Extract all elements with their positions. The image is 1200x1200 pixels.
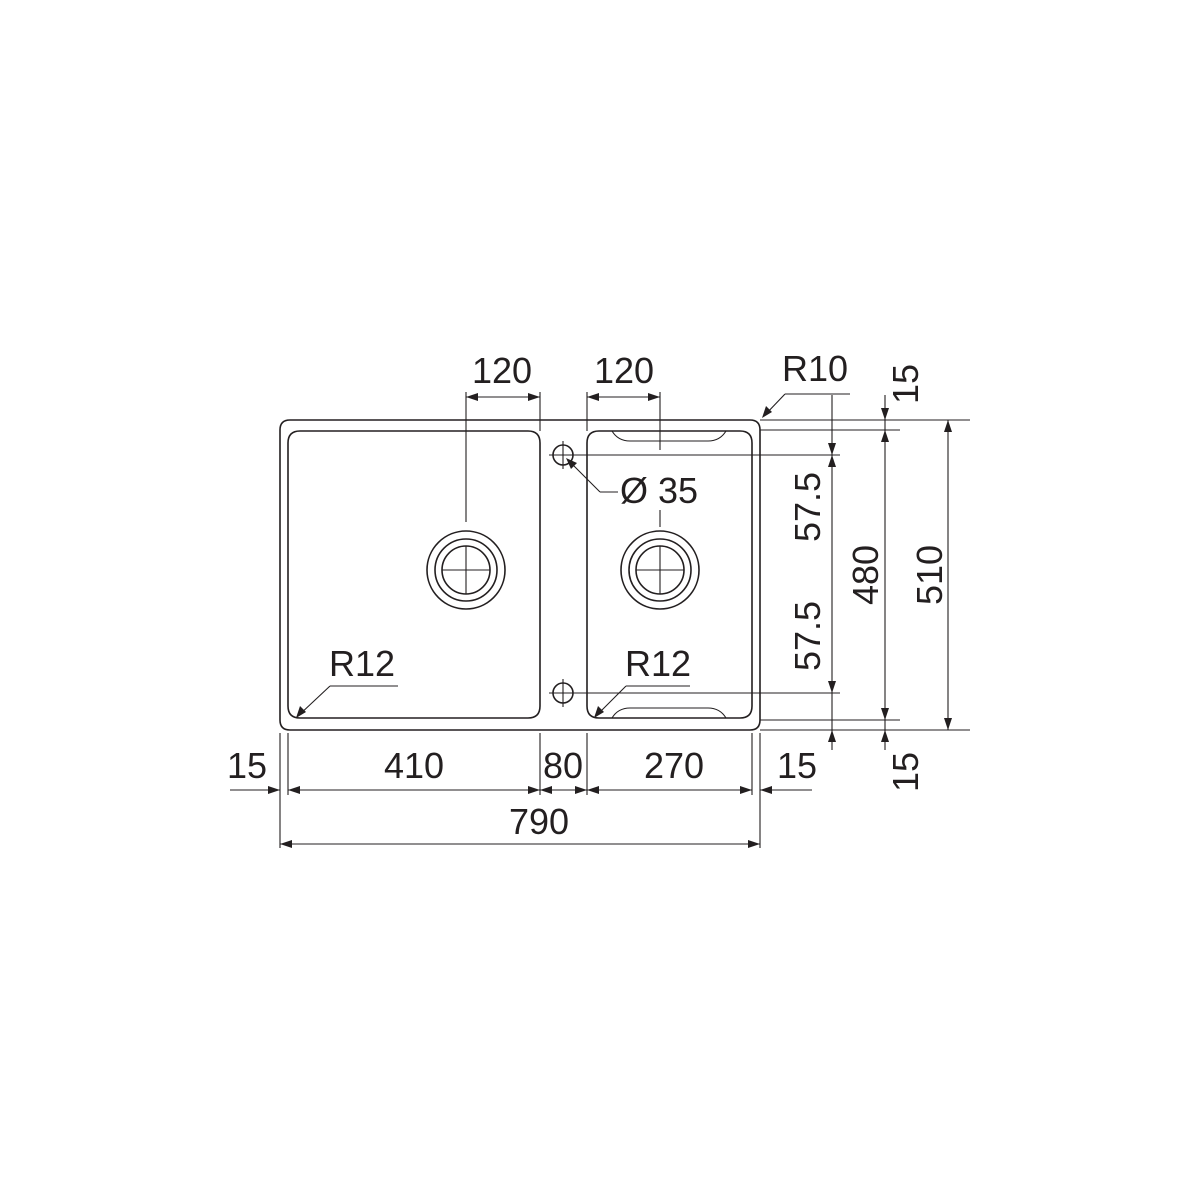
right-drain [620, 530, 700, 610]
left-drain-offset-label: 120 [472, 350, 532, 391]
dimension-lines [230, 393, 949, 845]
sink-outline [279, 419, 761, 731]
bottom-margin-label: 15 [885, 752, 926, 792]
total-width-label: 790 [509, 801, 569, 842]
arrowheads [268, 393, 952, 848]
inner-depth-label: 480 [845, 545, 886, 605]
sink-outer-edge [279, 419, 761, 731]
left-bowl-width-label: 410 [384, 745, 444, 786]
right-bowl-top-lip [611, 430, 727, 442]
extension-lines [279, 392, 970, 848]
right-drain-offset-label: 120 [594, 350, 654, 391]
right-bowl-width-label: 270 [644, 745, 704, 786]
outer-radius-label: R10 [782, 348, 848, 389]
right-bowl [586, 430, 753, 719]
right-margin-label: 15 [777, 745, 817, 786]
lower-tap-offset-label: 57.5 [787, 601, 828, 671]
left-bowl [287, 430, 541, 719]
upper-tap-offset-label: 57.5 [787, 472, 828, 542]
tap-hole-bottom [549, 679, 577, 707]
tap-hole-top [549, 441, 577, 469]
left-bowl-radius-label: R12 [329, 643, 395, 684]
total-depth-label: 510 [909, 545, 950, 605]
tap-hole-diameter-label: Ø 35 [620, 470, 698, 511]
top-margin-label: 15 [885, 364, 926, 404]
left-drain [426, 530, 506, 610]
left-margin-label: 15 [227, 745, 267, 786]
dimension-labels: 120 120 R10 15 Ø 35 57.5 57.5 480 510 R1… [227, 348, 950, 842]
right-bowl-radius-label: R12 [625, 643, 691, 684]
right-bowl-bottom-lip [611, 707, 727, 719]
divider-width-label: 80 [543, 745, 583, 786]
